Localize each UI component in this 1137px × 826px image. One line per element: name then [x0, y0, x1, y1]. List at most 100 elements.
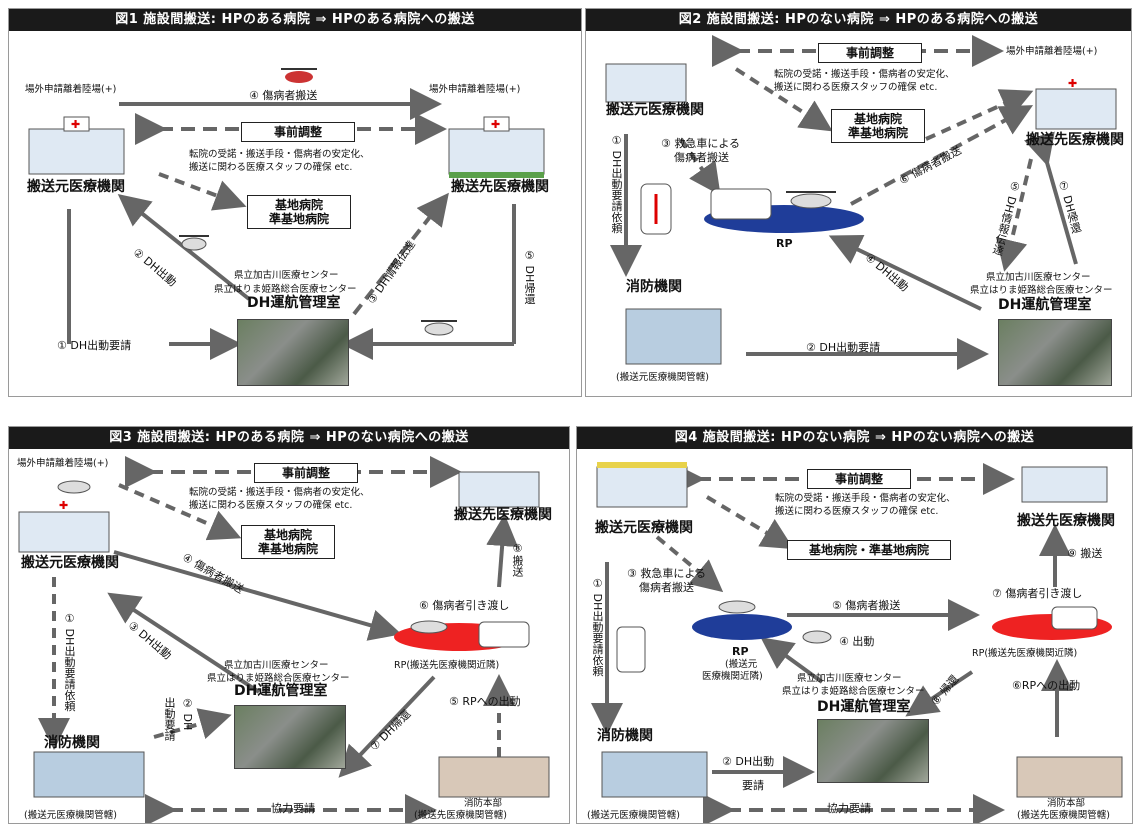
- figure-4-arrows: [591, 462, 1123, 823]
- destination-hospital-label: 搬送先医療機関: [1026, 132, 1124, 148]
- ambulance-icon: [616, 626, 646, 673]
- step-4-label: ④ 出動: [839, 635, 875, 648]
- note-line-2: 搬送に関わる医療スタッフの確保 etc.: [189, 162, 353, 173]
- step-2-label-line-1: ② DH出動: [722, 755, 775, 768]
- figure-1-panel: 図1 施設間搬送: HPのある病院 ⇒ HPのある病院への搬送 ✚ ✚ 場外申請…: [8, 8, 582, 397]
- ambulance-icon: [478, 621, 530, 648]
- fire-department-label: 消防機関: [44, 735, 100, 751]
- rp-label: RP: [776, 237, 793, 250]
- prior-coordination-box: 事前調整: [241, 122, 355, 142]
- heliport-label: 場外申請離着陸場(+): [1006, 46, 1098, 57]
- source-hospital-label: 搬送元医療機関: [606, 102, 704, 118]
- ops-room-photo: [234, 705, 346, 769]
- figure-3-arrows: ✚: [18, 456, 550, 823]
- note-line-2: 搬送に関わる医療スタッフの確保 etc.: [774, 82, 938, 93]
- ambulance-icon: [710, 188, 772, 220]
- hospital-icon: ✚: [1035, 77, 1117, 130]
- figure-2-title: 図2 施設間搬送: HPのない病院 ⇒ HPのある病院への搬送: [586, 9, 1131, 31]
- center-name-2: 県立はりま姫路総合医療センター: [207, 673, 350, 684]
- svg-text:✚: ✚: [1068, 77, 1077, 90]
- destination-hospital-label: 搬送先医療機関: [1017, 513, 1115, 529]
- ops-room-label: DH運航管理室: [247, 295, 341, 311]
- cooperation-request-label: 協力要請: [271, 802, 315, 815]
- rp-left-label-line-2: (搬送元: [725, 659, 758, 670]
- note-line-1: 転院の受諾・搬送手段・傷病者の安定化、: [775, 493, 956, 504]
- fire-department-sublabel: (搬送元医療機関管轄): [587, 810, 680, 821]
- figure-2-arrows: ✚: [605, 35, 1117, 370]
- note-line-1: 転院の受諾・搬送手段・傷病者の安定化、: [189, 487, 370, 498]
- note-line-2: 搬送に関わる医療スタッフの確保 etc.: [189, 500, 353, 511]
- ops-room-label: DH運航管理室: [817, 699, 911, 715]
- base-hospital-box: 基地病院準基地病院: [241, 525, 335, 559]
- cooperation-request-label: 協力要請: [827, 802, 871, 815]
- svg-text:✚: ✚: [491, 118, 500, 131]
- ambulance-icon: [1051, 606, 1098, 630]
- ops-room-label: DH運航管理室: [998, 297, 1092, 313]
- center-name-1: 県立加古川医療センター: [234, 270, 339, 281]
- prior-coordination-box: 事前調整: [254, 463, 358, 483]
- building-icon: [33, 751, 145, 798]
- hospital-icon: ✚: [28, 116, 125, 175]
- hospital-icon: [596, 462, 688, 508]
- step-5-label: ⑤ 傷病者搬送: [832, 599, 901, 612]
- figure-1-arrows: ✚ ✚: [28, 68, 545, 360]
- fire-hq-sublabel: (搬送先医療機関管轄): [414, 810, 507, 821]
- figure-4-panel: 図4 施設間搬送: HPのない病院 ⇒ HPのない病院への搬送 事前調整 転院の…: [576, 426, 1133, 824]
- source-hospital-label: 搬送元医療機関: [27, 179, 125, 195]
- step-3-label-line-1: ③ 救急車による: [661, 137, 741, 150]
- base-hospital-label: 基地病院: [853, 112, 902, 126]
- fire-department-sublabel: (搬送元医療機関管轄): [616, 372, 709, 383]
- step-9-label: ⑨ 搬送: [1067, 547, 1103, 560]
- step-5-label: ⑤ RPへの出動: [449, 695, 521, 708]
- step-3-label-line-1: ③ 救急車による: [627, 567, 707, 580]
- center-name-2: 県立はりま姫路総合医療センター: [970, 285, 1113, 296]
- heliport-label-right: 場外申請離着陸場(+): [429, 84, 521, 95]
- hospital-icon: [1021, 466, 1108, 503]
- heliport-label-left: 場外申請離着陸場(+): [25, 84, 117, 95]
- helicopter-icon: [421, 320, 457, 336]
- step-2-label-line-2: 出動要請: [163, 697, 176, 741]
- figure-4-title: 図4 施設間搬送: HPのない病院 ⇒ HPのない病院への搬送: [577, 427, 1132, 449]
- prior-coordination-box: 事前調整: [807, 469, 911, 489]
- destination-hospital-label: 搬送先医療機関: [454, 507, 552, 523]
- helicopter-icon: [786, 191, 836, 209]
- step-1-label: ① DH出動要請依頼: [610, 134, 623, 234]
- base-hospital-box: 基地病院準基地病院: [247, 195, 351, 229]
- fire-hq-label: 消防本部: [464, 798, 503, 809]
- ops-room-photo: [998, 319, 1112, 386]
- rp-label: RP(搬送先医療機関近隣): [394, 660, 500, 671]
- fire-department-label: 消防機関: [597, 728, 653, 744]
- figure-3-title: 図3 施設間搬送: HPのある病院 ⇒ HPのない病院への搬送: [9, 427, 569, 449]
- center-name-1: 県立加古川医療センター: [986, 272, 1091, 283]
- helicopter-icon: [179, 235, 209, 251]
- hospital-icon: ✚: [18, 499, 110, 553]
- ops-room-photo: [237, 319, 349, 386]
- sub-base-hospital-label: 準基地病院: [268, 212, 329, 226]
- hospital-icon: ✚: [448, 116, 545, 178]
- step-5-label: ⑤ DH帰還: [523, 249, 536, 305]
- ops-room-photo: [817, 719, 929, 783]
- step-3-label-line-2: 傷病者搬送: [639, 581, 694, 594]
- building-icon: [601, 751, 708, 798]
- fire-department-sublabel: (搬送元医療機関管轄): [24, 810, 117, 821]
- fire-hq-label: 消防本部: [1047, 798, 1086, 809]
- center-name-2: 県立はりま姫路総合医療センター: [782, 686, 925, 697]
- hospital-icon: [458, 471, 540, 508]
- building-icon: [625, 308, 722, 365]
- step-2-label-line-2: 要請: [742, 779, 764, 792]
- step-8-label: ⑧搬送: [511, 542, 524, 577]
- rp-right-label: RP(搬送先医療機関近隣): [972, 648, 1078, 659]
- helicopter-icon: [57, 480, 91, 494]
- step-1-label: ① DH出動要請: [57, 339, 132, 352]
- fire-station-icon: [1016, 756, 1123, 798]
- ops-room-label: DH運航管理室: [234, 683, 328, 699]
- svg-text:✚: ✚: [59, 499, 68, 512]
- center-name-1: 県立加古川医療センター: [797, 673, 902, 684]
- hospital-icon: [605, 63, 687, 103]
- fire-hq-sublabel: (搬送先医療機関管轄): [1017, 810, 1110, 821]
- step-2-label-line-1: ② DH: [181, 697, 194, 731]
- step-6-label: ⑥RPへの出動: [1012, 679, 1081, 692]
- figure-3-panel: 図3 施設間搬送: HPのある病院 ⇒ HPのない病院への搬送 ✚ 場外申請離着…: [8, 426, 570, 824]
- step-2-label: ② DH出動要請: [806, 341, 881, 354]
- base-hospital-box: 基地病院・準基地病院: [787, 540, 951, 560]
